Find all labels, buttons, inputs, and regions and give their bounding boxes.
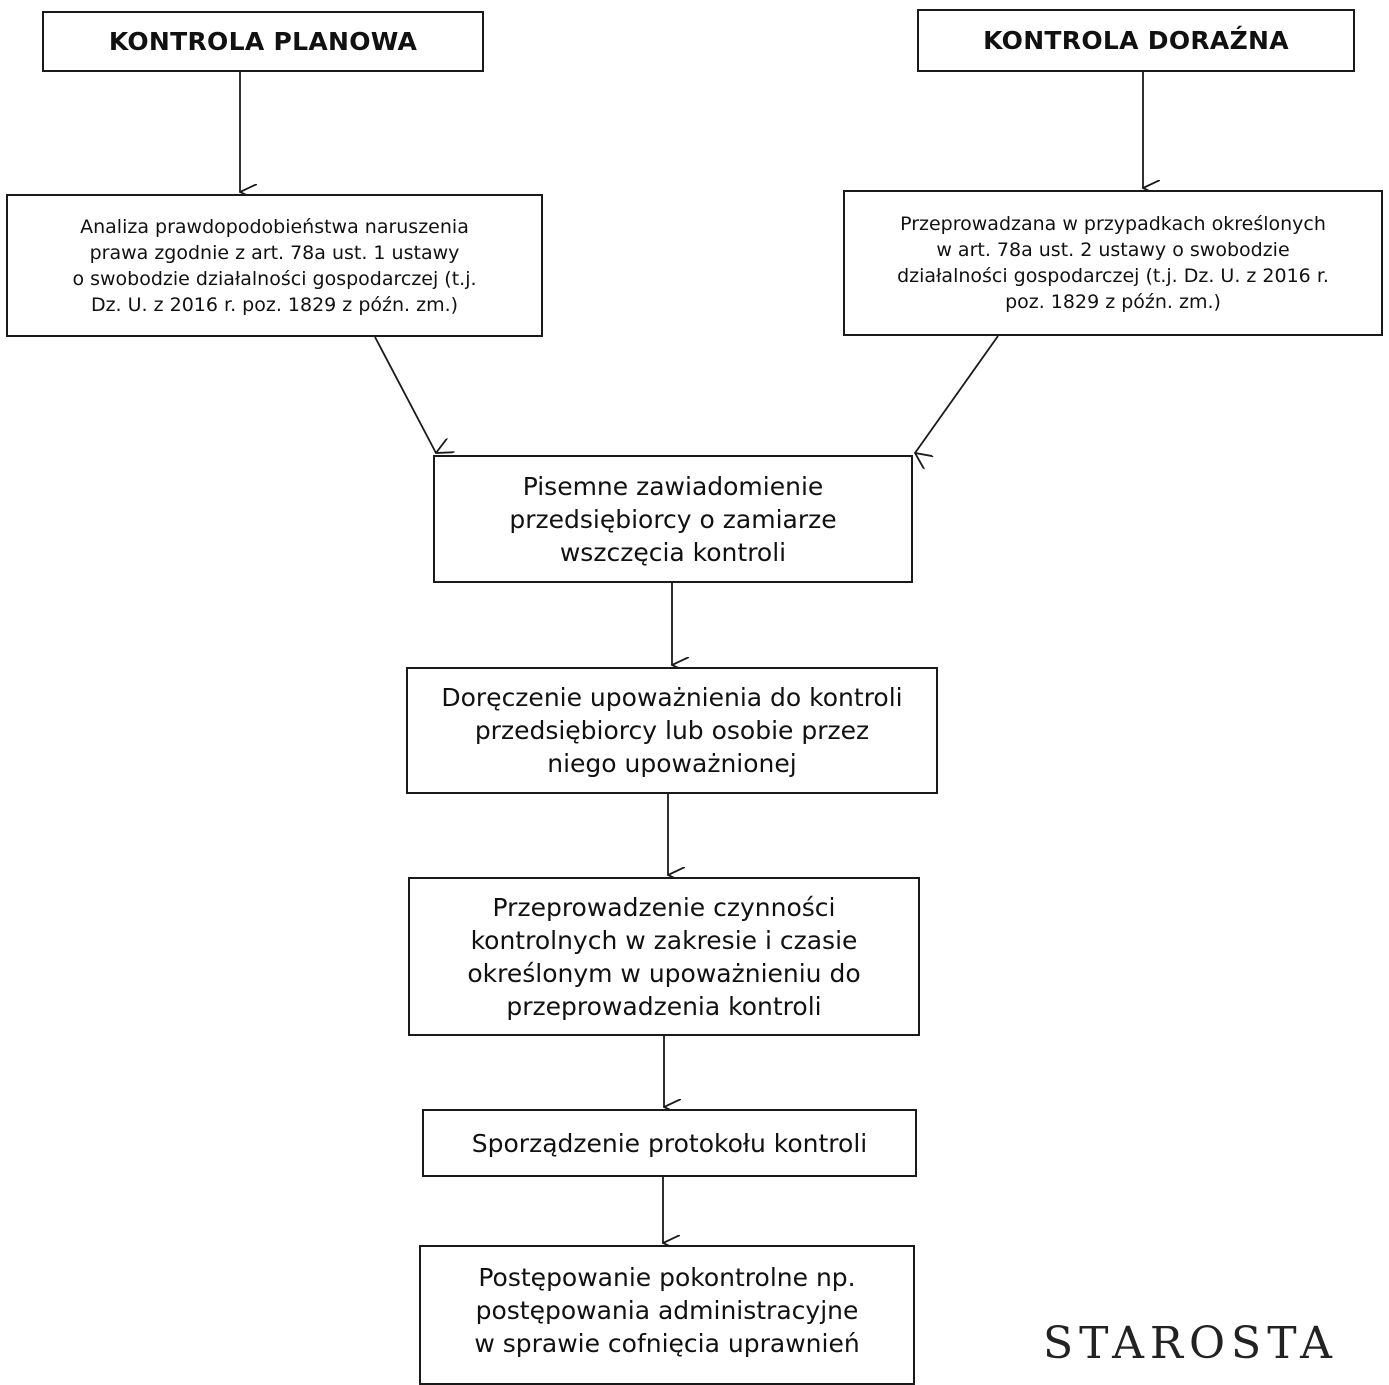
analiza-text: Analiza prawdopodobieństwa naruszenia pr… <box>72 215 477 316</box>
kontrola-planowa-box: KONTROLA PLANOWA <box>42 11 484 72</box>
kontrola-dorazna-label: KONTROLA DORAŹNA <box>983 26 1289 55</box>
pisemne-zawiadomienie-text: Pisemne zawiadomienie przedsiębiorcy o z… <box>509 471 837 567</box>
doreczenie-upowaznienia-box: Doręczenie upoważnienia do kontroli prze… <box>406 667 938 794</box>
arrow-przeprowadzana-to-pisemne <box>915 335 999 453</box>
doreczenie-upowaznienia-text: Doręczenie upoważnienia do kontroli prze… <box>441 683 903 778</box>
kontrola-dorazna-box: KONTROLA DORAŹNA <box>917 9 1355 72</box>
przeprowadzana-text: Przeprowadzana w przypadkach określonych… <box>897 213 1329 313</box>
przeprowadzana-box: Przeprowadzana w przypadkach określonych… <box>843 190 1383 336</box>
kontrola-planowa-label: KONTROLA PLANOWA <box>108 27 418 56</box>
analiza-box: Analiza prawdopodobieństwa naruszenia pr… <box>6 194 543 337</box>
protokol-kontroli-box: Sporządzenie protokołu kontroli <box>422 1109 917 1177</box>
arrow-analiza-to-pisemne <box>374 336 436 453</box>
czynnosci-kontrolne-text: Przeprowadzenie czynności kontrolnych w … <box>467 892 861 1021</box>
postepowanie-pokontrolne-text: Postępowanie pokontrolne np. postępowani… <box>474 1263 860 1358</box>
pisemne-zawiadomienie-box: Pisemne zawiadomienie przedsiębiorcy o z… <box>433 455 913 583</box>
protokol-kontroli-text: Sporządzenie protokołu kontroli <box>471 1128 868 1158</box>
czynnosci-kontrolne-box: Przeprowadzenie czynności kontrolnych w … <box>408 877 920 1036</box>
postepowanie-pokontrolne-box: Postępowanie pokontrolne np. postępowani… <box>419 1245 915 1385</box>
starosta-stamp: STAROSTA <box>1043 1318 1338 1369</box>
